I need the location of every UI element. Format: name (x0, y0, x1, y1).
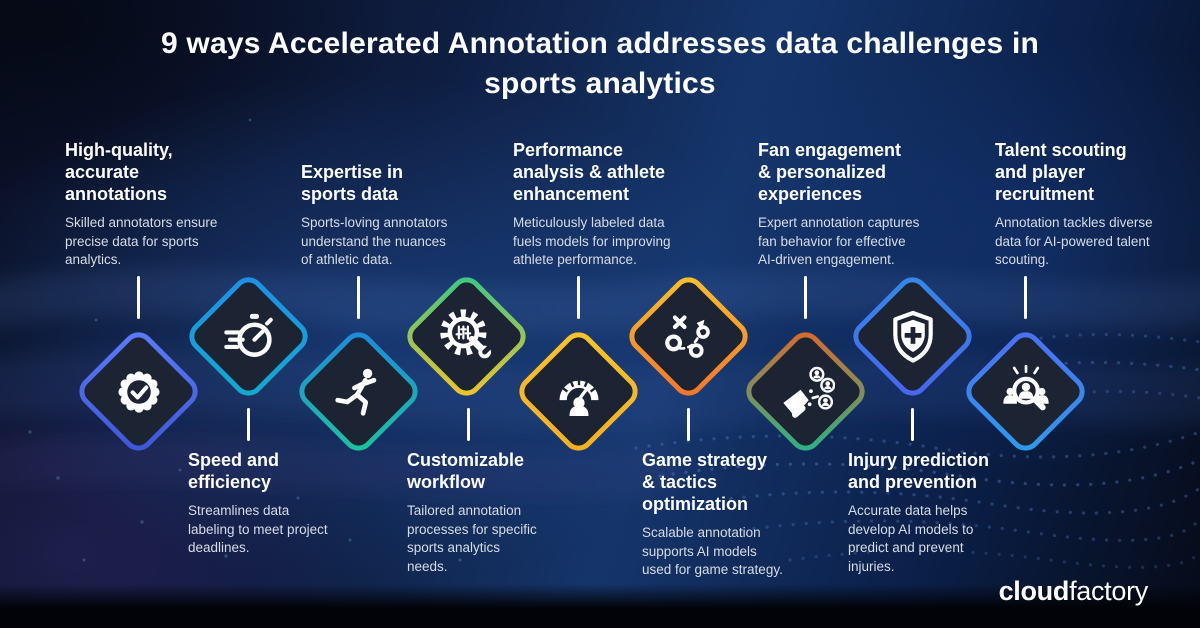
feature-heading: Expertise in sports data (301, 162, 404, 204)
logo-bold-text: cloud (998, 576, 1070, 606)
megaphone-audience-icon (764, 350, 847, 433)
diamond-gear (400, 270, 532, 402)
feature-performance-analysis: Performance analysis & athlete enhanceme… (513, 139, 708, 270)
connector-line (136, 276, 140, 319)
diamond-tactics (622, 270, 754, 402)
feature-heading: Game strategy & tactics optimization (642, 450, 768, 514)
connector-line (576, 276, 580, 319)
diamond-runner (292, 325, 424, 457)
runner-icon (317, 350, 400, 433)
bottom-band (0, 584, 1200, 628)
feature-talent-scouting: Talent scouting and player recruitment A… (995, 139, 1190, 270)
feature-body: Streamlines data labeling to meet projec… (188, 503, 328, 555)
shield-medical-icon (871, 295, 954, 378)
feature-heading: Fan engagement & personalized experience… (758, 140, 902, 204)
cloudfactory-logo: cloudfactory (998, 576, 1149, 607)
diamond-badge (72, 325, 204, 457)
stopwatch-icon (207, 295, 290, 378)
feature-injury-prediction: Injury prediction and prevention Accurat… (848, 449, 1038, 576)
logo-light-text: factory (1069, 576, 1148, 606)
feature-customizable-workflow: Customizable workflow Tailored annotatio… (407, 449, 582, 576)
tactics-board-icon (647, 295, 730, 378)
feature-heading: Performance analysis & athlete enhanceme… (513, 140, 666, 204)
feature-fan-engagement: Fan engagement & personalized experience… (758, 139, 953, 270)
connector-line (466, 408, 470, 441)
feature-heading: Speed and efficiency (188, 450, 280, 492)
page-title: 9 ways Accelerated Annotation addresses … (160, 27, 1040, 100)
connector-line (246, 408, 250, 441)
badge-check-icon (97, 350, 180, 433)
diamond-shield (846, 270, 978, 402)
feature-body: Scalable annotation supports AI models u… (642, 525, 783, 577)
feature-heading: Injury prediction and prevention (848, 450, 990, 492)
feature-high-quality-annotations: High-quality, accurate annotations Skill… (65, 139, 255, 270)
connector-line (356, 276, 360, 319)
connector-line (910, 408, 914, 441)
feature-body: Tailored annotation processes for specif… (407, 503, 537, 574)
feature-game-strategy: Game strategy & tactics optimization Sca… (642, 449, 822, 580)
diamond-gauge (512, 325, 644, 457)
connector-line (686, 408, 690, 441)
connector-line (1023, 276, 1027, 319)
feature-body: Accurate data helps develop AI models to… (848, 503, 974, 574)
feature-body: Expert annotation captures fan behavior … (758, 215, 920, 267)
talent-search-icon (984, 350, 1067, 433)
feature-heading: Talent scouting and player recruitment (995, 140, 1127, 204)
gear-wrench-icon (425, 295, 508, 378)
feature-body: Skilled annotators ensure precise data f… (65, 215, 218, 267)
gauge-person-icon (537, 350, 620, 433)
feature-speed-efficiency: Speed and efficiency Streamlines data la… (188, 449, 363, 558)
diamond-stopwatch (182, 270, 314, 402)
feature-body: Meticulously labeled data fuels models f… (513, 215, 671, 267)
feature-heading: Customizable workflow (407, 450, 525, 492)
diamond-megaphone (739, 325, 871, 457)
feature-body: Annotation tackles diverse data for AI-p… (995, 215, 1153, 267)
diamond-talent (959, 325, 1091, 457)
feature-expertise-sports-data: Expertise in sports data Sports-loving a… (301, 139, 491, 270)
connector-line (803, 276, 807, 319)
feature-body: Sports-loving annotators understand the … (301, 215, 448, 267)
feature-heading: High-quality, accurate annotations (65, 140, 173, 204)
